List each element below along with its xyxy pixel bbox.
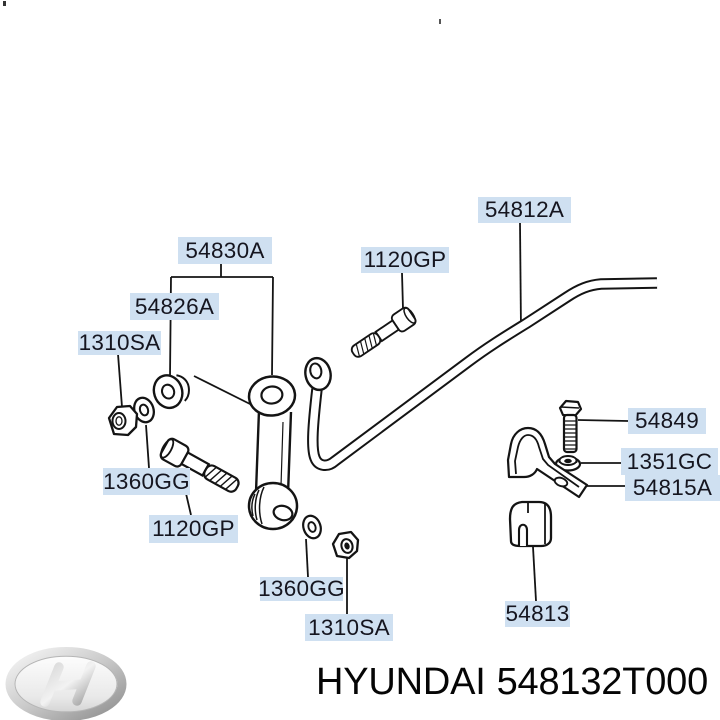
bar-eye-end [304,356,332,392]
hyundai-logo [5,647,127,720]
part-label-54830a: 54830A [178,237,272,264]
print-speck [439,19,441,24]
part-label-1360gg-left: 1360GG [103,468,190,495]
part-label-1120gp-top: 1120GP [361,247,449,273]
part-label-54812a: 54812A [478,197,571,223]
part-label-54849: 54849 [628,408,706,434]
part-label-1310sa-left: 1310SA [78,330,161,355]
washer-left-drawing [133,396,155,424]
nut-left-drawing [107,404,139,437]
clamp-bolt-drawing [558,399,583,454]
leader-lines [117,222,629,614]
part-label-1310sa-bottom: 1310SA [305,614,393,641]
part-label-1120gp-left: 1120GP [149,515,238,543]
nut-bottom-drawing [331,530,360,560]
footer-part-number: 548132T000 [496,661,709,703]
bar-bushing-drawing [508,500,553,548]
stabilizer-link-drawing [247,375,299,531]
stabilizer-bar-drawing [304,277,658,471]
part-label-54813: 54813 [505,601,570,627]
part-label-54815a: 54815A [625,475,720,501]
print-speck [3,1,6,6]
part-label-1351gc: 1351GC [621,448,718,475]
bolt-top-drawing [346,304,420,363]
part-label-54826a: 54826A [130,293,219,320]
clamp-bracket-drawing [506,426,589,499]
part-label-1360gg-bottom: 1360GG [258,576,345,601]
footer-brand: HYUNDAI [316,661,486,703]
washer-bottom-drawing [302,514,322,540]
link-bushing-drawing [152,374,190,410]
